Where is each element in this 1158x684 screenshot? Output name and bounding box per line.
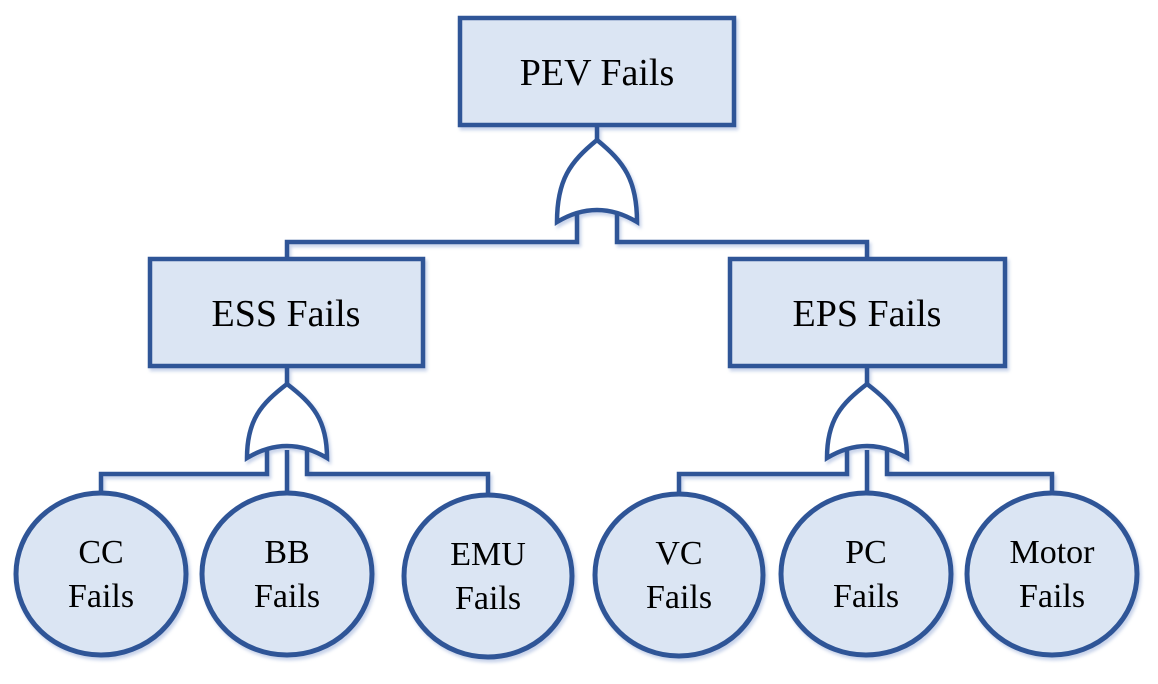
basic-event-label-motor-line2: Fails xyxy=(1019,578,1085,615)
gate-group xyxy=(244,137,910,462)
event-box-eps xyxy=(727,256,1008,369)
basic-event-group xyxy=(13,490,1140,660)
basic-event-label-emu-line1: EMU xyxy=(450,536,526,573)
connector-gate-to-eps xyxy=(614,212,870,261)
connector-ess-to-emu xyxy=(304,448,491,497)
connector-eps-to-vc xyxy=(676,448,850,497)
basic-event-label-emu-line2: Fails xyxy=(455,580,521,617)
event-label-eps: EPS Fails xyxy=(793,293,942,335)
basic-event-label-bb-line2: Fails xyxy=(254,578,320,615)
basic-event-label-cc-line1: CC xyxy=(78,534,123,571)
basic-event-label-bb-line1: BB xyxy=(264,534,309,571)
event-box-pev xyxy=(457,15,737,128)
basic-event-label-motor-line1: Motor xyxy=(1010,534,1096,571)
basic-event-circle-pc xyxy=(778,490,954,658)
or-gate-ess xyxy=(244,381,330,462)
label-group: PEV Fails ESS Fails EPS Fails CC Fails B… xyxy=(68,52,1095,617)
connector-ess-to-cc xyxy=(98,448,270,495)
basic-event-circle-motor xyxy=(964,490,1140,658)
basic-event-label-cc-line2: Fails xyxy=(68,578,134,615)
basic-event-circle-emu xyxy=(401,492,575,660)
basic-event-label-pc-line1: PC xyxy=(845,534,887,571)
event-label-ess: ESS Fails xyxy=(212,293,361,335)
or-gate-eps xyxy=(824,381,910,462)
basic-event-circle-cc xyxy=(13,490,189,658)
connector-group xyxy=(98,123,1055,497)
basic-event-label-vc-line2: Fails xyxy=(646,579,712,616)
event-label-pev: PEV Fails xyxy=(520,52,675,94)
event-box-group xyxy=(147,15,1008,369)
basic-event-label-pc-line2: Fails xyxy=(833,578,899,615)
connector-gate-to-ess xyxy=(284,212,580,261)
event-box-ess xyxy=(147,256,426,369)
connector-eps-to-motor xyxy=(884,448,1055,495)
basic-event-label-vc-line1: VC xyxy=(655,535,702,572)
basic-event-circle-bb xyxy=(199,490,375,658)
basic-event-circle-vc xyxy=(592,491,766,659)
or-gate-pev xyxy=(554,137,640,226)
